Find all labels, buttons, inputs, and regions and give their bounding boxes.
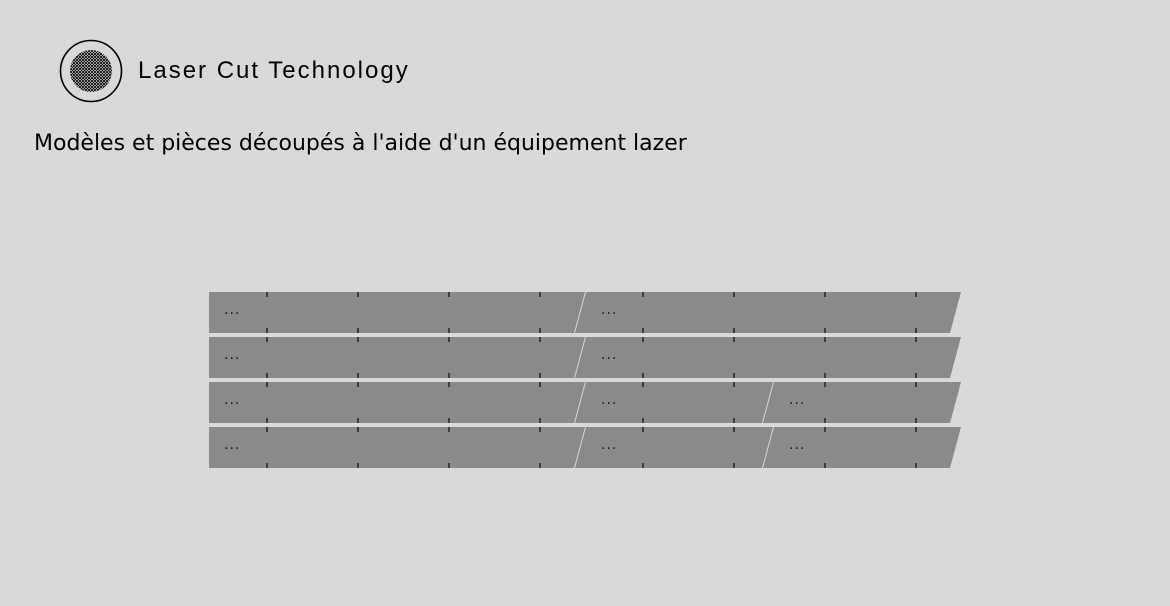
page-subtitle: Modèles et pièces découpés à l'aide d'un… <box>34 131 687 156</box>
strip-label: ... <box>789 392 805 408</box>
strip-label: ... <box>224 347 240 363</box>
strip-label: ... <box>224 437 240 453</box>
strip-label: ... <box>789 437 805 453</box>
strip-label: ... <box>601 347 617 363</box>
brand-header: Laser Cut Technology <box>59 39 410 103</box>
strip-cell <box>575 292 961 333</box>
strip-cell <box>575 382 773 423</box>
strip-row: ...... <box>209 337 961 378</box>
strip-label: ... <box>224 392 240 408</box>
strip-label: ... <box>601 302 617 318</box>
strip-cell <box>209 337 585 378</box>
strip-row: ......... <box>209 427 961 468</box>
strip-cell <box>209 427 585 468</box>
strip-cell <box>763 382 961 423</box>
strip-cell <box>209 292 585 333</box>
brand-title: Laser Cut Technology <box>138 57 410 84</box>
strip-cell <box>575 337 961 378</box>
strip-cell <box>763 427 961 468</box>
strip-cell <box>209 382 585 423</box>
strip-label: ... <box>601 392 617 408</box>
strip-label: ... <box>601 437 617 453</box>
strip-cell <box>575 427 773 468</box>
strip-row: ......... <box>209 382 961 423</box>
crosshatch-disc-logo-icon <box>59 39 123 103</box>
strip-label: ... <box>224 302 240 318</box>
strip-row: ...... <box>209 292 961 333</box>
